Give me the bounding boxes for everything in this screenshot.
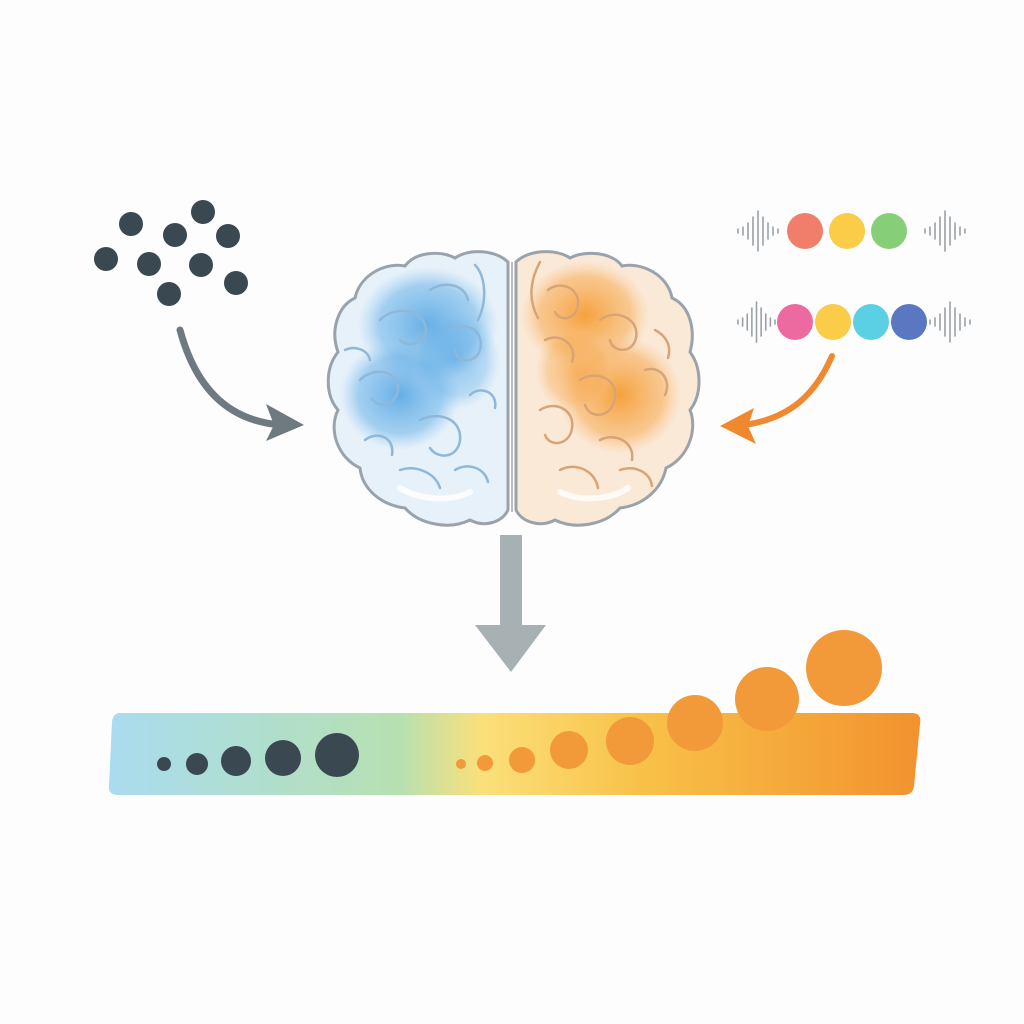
output-orange-dots <box>456 630 882 773</box>
output-dark-dot <box>186 753 208 775</box>
signal-row <box>737 301 971 343</box>
cluster-dot <box>94 247 118 271</box>
signal-color-dot <box>829 213 865 249</box>
signal-color-dot <box>871 213 907 249</box>
cluster-dot <box>119 212 143 236</box>
cluster-dot <box>216 224 240 248</box>
signal-color-dot <box>891 304 927 340</box>
cluster-dot <box>191 200 215 224</box>
output-orange-dot <box>806 630 882 706</box>
output-orange-dot <box>509 747 535 773</box>
brain-left-hemisphere <box>326 250 510 527</box>
signal-color-dot <box>853 304 889 340</box>
signal-color-dot <box>815 304 851 340</box>
cluster-dot <box>137 252 161 276</box>
output-orange-dot <box>477 755 493 771</box>
signal-color-dot <box>777 304 813 340</box>
brain-right-hemisphere <box>514 250 701 527</box>
input-dot-cluster <box>94 200 248 306</box>
output-dark-dot <box>221 746 251 776</box>
output-orange-dot <box>735 667 799 731</box>
down-arrow <box>475 535 546 672</box>
cluster-dot <box>163 223 187 247</box>
output-orange-dot <box>550 731 588 769</box>
output-orange-dot <box>456 759 466 769</box>
cluster-dot <box>157 282 181 306</box>
output-dark-dot <box>315 733 359 777</box>
output-orange-dot <box>667 695 723 751</box>
brain-illustration <box>326 250 701 527</box>
cluster-dot <box>224 271 248 295</box>
output-dark-dot <box>157 757 171 771</box>
input-signal-rows <box>737 210 971 343</box>
output-dark-dots <box>157 733 359 777</box>
signal-row <box>737 210 966 252</box>
signal-color-dot <box>787 213 823 249</box>
output-orange-dot <box>606 717 654 765</box>
cluster-dot <box>189 253 213 277</box>
left-input-arrow <box>176 326 304 441</box>
right-input-arrow <box>720 353 835 444</box>
output-dark-dot <box>265 740 301 776</box>
